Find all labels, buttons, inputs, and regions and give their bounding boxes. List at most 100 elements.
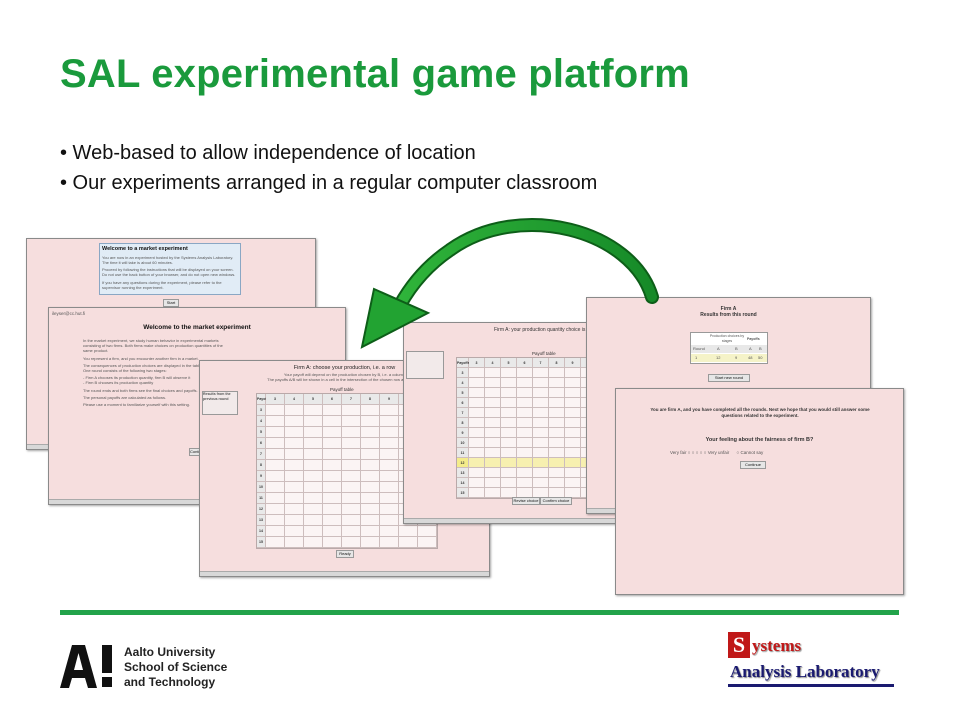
table-cell	[469, 378, 485, 388]
table-cell	[266, 526, 285, 537]
table-cell	[304, 427, 323, 438]
table-cell	[517, 438, 533, 448]
ready-button[interactable]: Ready	[336, 550, 354, 558]
table-cell	[266, 493, 285, 504]
scrollbar[interactable]	[404, 518, 664, 523]
scrollbar[interactable]	[200, 571, 489, 576]
table-cell	[361, 405, 380, 416]
cell-payoff-a: 48	[748, 355, 753, 360]
table-cell	[266, 482, 285, 493]
table-cell	[361, 416, 380, 427]
table-cell	[549, 398, 565, 408]
table-cell	[565, 468, 581, 478]
radio-2[interactable]: ○	[691, 450, 695, 455]
table-cell	[361, 471, 380, 482]
table-cell	[485, 368, 501, 378]
table-cell	[323, 537, 342, 548]
table-cell	[501, 388, 517, 398]
survey-question: Your feeling about the fairness of firm …	[705, 437, 814, 443]
column-header: 7	[533, 358, 549, 368]
table-cell	[323, 482, 342, 493]
table-cell	[266, 438, 285, 449]
confirm-choice-button[interactable]: Confirm choice	[540, 497, 572, 505]
row-header: 11	[257, 493, 266, 504]
table-cell	[380, 427, 399, 438]
welcome-line: You are now in an experiment hosted by t…	[102, 254, 234, 266]
hdr-payoff-a: A	[749, 346, 752, 351]
table-cell	[323, 471, 342, 482]
hdr-round: Round	[693, 346, 705, 351]
choice-heading: Firm A: choose your production, i.e. a r…	[293, 365, 396, 371]
radio-1[interactable]: ○	[687, 450, 691, 455]
table-cell	[565, 368, 581, 378]
welcome-heading: Welcome to a market experiment	[102, 246, 188, 252]
table-cell	[361, 537, 380, 548]
row-header: 11	[457, 448, 469, 458]
table-cell	[266, 405, 285, 416]
table-cell	[517, 458, 533, 468]
table-cell	[517, 398, 533, 408]
results-subheading: Results from this round	[700, 312, 757, 318]
table-cell	[517, 418, 533, 428]
table-cell	[342, 405, 361, 416]
table-cell	[549, 378, 565, 388]
table-cell	[565, 398, 581, 408]
table-cell	[266, 449, 285, 460]
welcome-box: Welcome to a market experiment You are n…	[99, 243, 241, 295]
table-cell	[501, 488, 517, 498]
table-cell	[565, 478, 581, 488]
choice-table-title: Payoff table	[330, 387, 354, 392]
scrollbar[interactable]	[49, 499, 345, 504]
aalto-university-text: Aalto University	[124, 645, 216, 659]
table-cell	[485, 418, 501, 428]
table-corner: Payoffs A/B	[257, 394, 270, 412]
table-cell	[380, 537, 399, 548]
results-data-row: 1 12 9 48 50	[691, 354, 767, 362]
table-cell	[517, 428, 533, 438]
table-cell	[501, 428, 517, 438]
table-cell	[501, 398, 517, 408]
start-new-round-button[interactable]: Start new round	[708, 374, 750, 382]
column-header: 6	[517, 358, 533, 368]
hdr-payoff-b: B	[759, 346, 762, 351]
table-cell	[266, 515, 285, 526]
row-header: 4	[257, 416, 266, 427]
table-cell	[304, 493, 323, 504]
table-cell	[485, 408, 501, 418]
table-cell	[485, 448, 501, 458]
previous-results-panel: Results from the previous round	[202, 391, 238, 415]
radio-cannot-say[interactable]: ○	[736, 450, 740, 455]
table-cell	[361, 427, 380, 438]
table-cell	[323, 438, 342, 449]
radio-4[interactable]: ○	[699, 450, 703, 455]
column-header: 4	[285, 394, 304, 405]
revise-choice-button[interactable]: Revise choice	[512, 497, 540, 505]
choice-sub2: The payoffs A/B will be shown in a cell …	[267, 377, 422, 382]
radio-3[interactable]: ○	[695, 450, 699, 455]
row-header: 14	[457, 478, 469, 488]
slide-title: SAL experimental game platform	[60, 52, 690, 96]
column-header: 7	[342, 394, 361, 405]
table-cell	[285, 460, 304, 471]
column-header: 8	[361, 394, 380, 405]
table-cell	[485, 388, 501, 398]
start-button[interactable]: Start	[163, 299, 179, 307]
table-cell	[380, 405, 399, 416]
table-cell	[565, 378, 581, 388]
intro-line: Please use a moment to familiarize yours…	[83, 401, 190, 407]
table-cell	[485, 458, 501, 468]
survey-text: You are firm A, and you have completed a…	[650, 407, 870, 418]
table-cell	[549, 368, 565, 378]
table-cell	[285, 449, 304, 460]
table-cell	[380, 526, 399, 537]
table-cell	[485, 438, 501, 448]
table-cell	[517, 448, 533, 458]
table-cell	[485, 468, 501, 478]
quantity-heading: Firm A: your production quantity choice …	[494, 327, 586, 333]
row-header: 3	[457, 368, 469, 378]
results-col-choices: Production choices by stages	[709, 334, 745, 343]
radio-5[interactable]: ○	[703, 450, 707, 455]
survey-continue-button[interactable]: Continue	[740, 461, 766, 469]
user-email: ileyser@cc.hut.fi	[52, 311, 86, 316]
cell-b: 9	[735, 355, 738, 360]
